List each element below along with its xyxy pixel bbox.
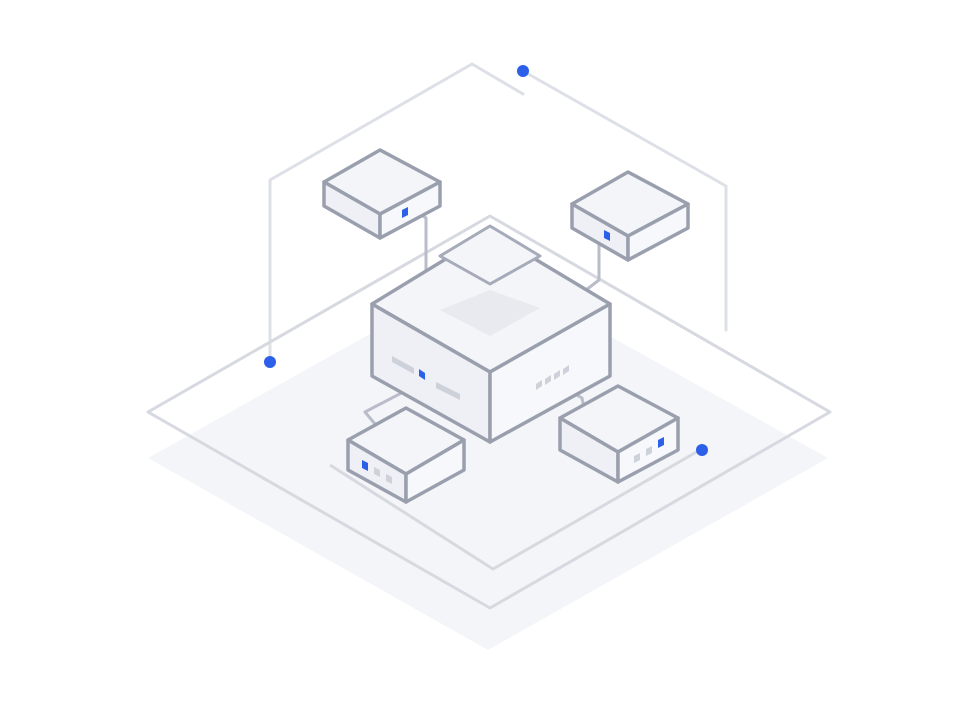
blue-dot-icon — [696, 444, 708, 456]
indicator-bar — [436, 382, 460, 400]
device-box-icon — [570, 170, 690, 262]
indicator-slot — [374, 467, 380, 477]
ground-shadow — [148, 268, 828, 650]
indicator-bar — [392, 356, 414, 374]
indicator-slot — [554, 370, 560, 380]
indicator-slot — [545, 375, 551, 385]
blue-indicator-icon — [402, 207, 408, 218]
node-top-left — [322, 148, 442, 240]
platform-inner-line — [329, 448, 701, 571]
blue-indicator-icon — [604, 230, 610, 241]
indicator-slot — [386, 474, 392, 484]
server-right-face — [488, 302, 612, 444]
floating-plate — [438, 224, 542, 286]
blue-dot-icon — [517, 65, 529, 77]
platform-outer — [146, 214, 832, 610]
endpoints — [264, 65, 708, 456]
blue-indicator-icon — [362, 460, 368, 471]
node-bottom-right — [558, 384, 680, 484]
device-box-icon — [346, 406, 466, 504]
indicator-slot — [646, 446, 652, 456]
node-top-right — [570, 170, 690, 262]
back-frame-line — [268, 62, 728, 364]
indicator-slot — [563, 365, 569, 375]
server-indicators — [392, 356, 569, 400]
indicator-slot — [536, 380, 542, 390]
node-bottom-left — [346, 406, 466, 504]
indicator-slot — [634, 453, 640, 463]
device-box-icon — [322, 148, 442, 240]
blue-indicator-icon — [419, 369, 425, 380]
server-cube-icon — [370, 230, 612, 444]
server-top-inset — [440, 290, 540, 336]
blue-dot-icon — [264, 356, 276, 368]
blue-indicator-icon — [658, 437, 664, 448]
